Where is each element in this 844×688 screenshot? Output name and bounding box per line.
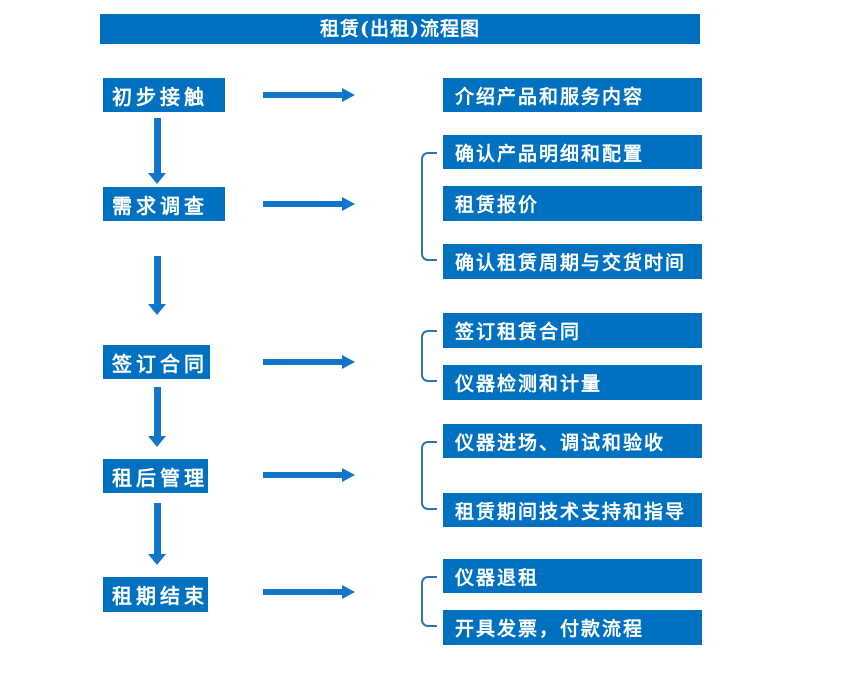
right-arrow-5: [263, 585, 355, 599]
right-arrow-2-head: [342, 197, 355, 211]
down-arrow-1: [148, 118, 166, 184]
detail-confirm-product-config: 确认产品明细和配置: [443, 135, 702, 169]
down-arrow-3-shaft: [153, 387, 161, 436]
right-arrow-3: [263, 355, 355, 369]
right-arrow-3-head: [342, 355, 355, 369]
right-arrow-1: [263, 88, 355, 102]
down-arrow-1-head: [148, 173, 166, 184]
down-arrow-1-shaft: [153, 118, 161, 173]
down-arrow-4-head: [148, 554, 166, 565]
step-demand-survey: 需求调查: [103, 187, 225, 221]
right-arrow-5-shaft: [263, 589, 342, 595]
bracket-sign-contract: [421, 330, 437, 382]
down-arrow-2-shaft: [153, 256, 161, 304]
right-arrow-4: [263, 468, 355, 482]
down-arrow-3-head: [148, 436, 166, 447]
step-post-rental-management: 租后管理: [103, 459, 208, 493]
right-arrow-2: [263, 197, 355, 211]
step-rental-end: 租期结束: [103, 577, 208, 612]
down-arrow-4: [148, 503, 166, 565]
detail-invoice-payment: 开具发票，付款流程: [443, 610, 702, 645]
right-arrow-3-shaft: [263, 359, 342, 365]
right-arrow-4-shaft: [263, 472, 342, 478]
detail-instrument-return: 仪器退租: [443, 559, 702, 593]
detail-instrument-entry: 仪器进场、调试和验收: [443, 424, 702, 458]
down-arrow-4-shaft: [153, 503, 161, 554]
right-arrow-1-shaft: [263, 92, 342, 98]
bracket-post-rental: [421, 441, 437, 510]
step-initial-contact: 初步接触: [103, 78, 225, 112]
right-arrow-4-head: [342, 468, 355, 482]
down-arrow-3: [148, 387, 166, 447]
detail-confirm-rental-period: 确认租赁周期与交货时间: [443, 244, 702, 279]
detail-rental-quote: 租赁报价: [443, 186, 702, 221]
bracket-demand-survey: [421, 152, 437, 261]
down-arrow-2: [148, 256, 166, 315]
detail-introduce-products: 介绍产品和服务内容: [443, 78, 702, 112]
right-arrow-5-head: [342, 585, 355, 599]
down-arrow-2-head: [148, 304, 166, 315]
detail-sign-rental-contract: 签订租赁合同: [443, 313, 702, 348]
step-sign-contract: 签订合同: [103, 345, 210, 379]
flowchart-title: 租赁(出租)流程图: [100, 14, 700, 44]
detail-instrument-testing: 仪器检测和计量: [443, 365, 702, 400]
detail-rental-tech-support: 租赁期间技术支持和指导: [443, 493, 702, 527]
right-arrow-1-head: [342, 88, 355, 102]
right-arrow-2-shaft: [263, 201, 342, 207]
bracket-rental-end: [421, 576, 437, 627]
